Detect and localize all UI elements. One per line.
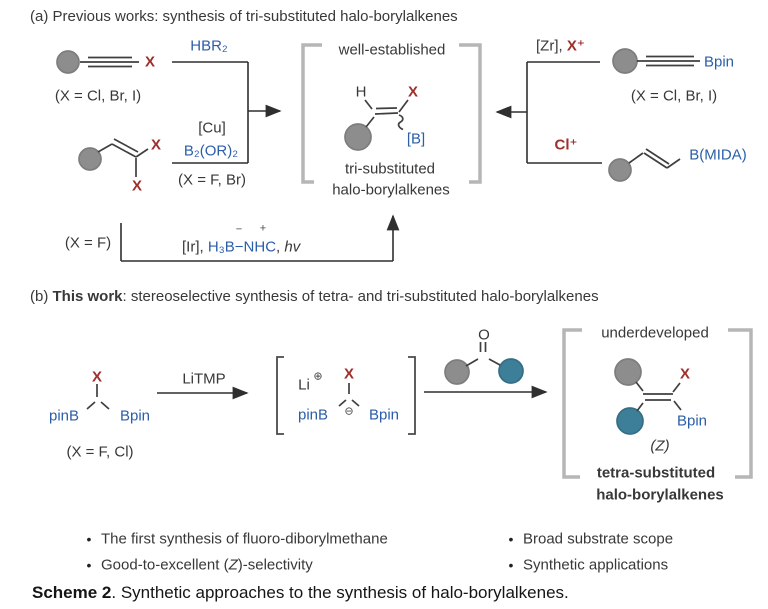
bracket-intermediate bbox=[276, 356, 416, 435]
substituent-ball-gray bbox=[614, 358, 642, 386]
boron-pinb-reactant: pinB bbox=[48, 407, 80, 425]
panel-b-title-rest: : stereoselective synthesis of tetra- an… bbox=[122, 288, 599, 305]
bullet-icon: • bbox=[86, 530, 92, 547]
boron-generic-label: [B] bbox=[406, 130, 426, 148]
condition-x-cl-br-i-right: (X = Cl, Br, I) bbox=[630, 87, 718, 105]
substituent-ball-gray bbox=[344, 123, 372, 151]
reagent-cu: [Cu] bbox=[198, 119, 226, 137]
reagent-hv: hv bbox=[284, 238, 301, 256]
scheme-caption-text: . Synthetic approaches to the synthesis … bbox=[111, 583, 569, 602]
reagent-zr: [Zr], bbox=[536, 37, 567, 55]
panel-b-label: (b) bbox=[30, 288, 53, 305]
reagent-hbr2: HBR₂ bbox=[190, 37, 228, 55]
plus-circle-charge: ⊕ bbox=[313, 370, 323, 383]
bracket-underdeveloped bbox=[562, 328, 753, 479]
highlight-2: Good-to-excellent (Z)-selectivity bbox=[101, 556, 313, 573]
product-caption-line1: tetra-substituted bbox=[596, 464, 716, 482]
panel-a-title: (a) Previous works: synthesis of tri-sub… bbox=[30, 8, 458, 25]
product-caption-line2: halo-borylalkenes bbox=[596, 486, 724, 504]
reagent-separator: , bbox=[276, 238, 285, 256]
substituent-ball-gray bbox=[56, 50, 80, 74]
substituent-ball-teal bbox=[616, 407, 644, 435]
scheme-caption-label: Scheme 2 bbox=[32, 583, 112, 602]
highlight-2-prefix: Good-to-excellent ( bbox=[101, 556, 229, 574]
boron-bpin-a: Bpin bbox=[703, 53, 735, 71]
banner-underdeveloped: underdeveloped bbox=[601, 324, 709, 342]
halide-x-alkyne: X bbox=[144, 53, 156, 71]
panel-a-arrows bbox=[120, 61, 602, 262]
highlight-2-z: Z bbox=[228, 556, 238, 574]
reagent-cl-plus: Cl⁺ bbox=[554, 136, 578, 154]
reagent-ir-row: [Ir], H₃B−NHC, hv bbox=[182, 238, 300, 255]
halide-x-intermediate: X bbox=[343, 365, 355, 383]
bullet-icon: • bbox=[86, 556, 92, 573]
plus-charge: + bbox=[259, 222, 267, 235]
atom-h: H bbox=[355, 83, 367, 101]
boron-pinb-intermediate: pinB bbox=[297, 406, 329, 424]
reagent-ir: [Ir], bbox=[182, 238, 208, 256]
highlight-4: Synthetic applications bbox=[523, 556, 669, 574]
boron-bpin-reactant: Bpin bbox=[119, 407, 151, 425]
boron-bpin-intermediate: Bpin bbox=[368, 406, 400, 424]
lithium-cation: Li bbox=[298, 376, 310, 394]
substituent-ball-gray bbox=[608, 158, 632, 182]
halide-x-bottom: X bbox=[131, 177, 143, 195]
halide-x-central: X bbox=[407, 83, 419, 101]
reagent-h3b-nhc: H₃B−NHC bbox=[207, 238, 277, 256]
substituent-ball-gray bbox=[612, 48, 638, 74]
condition-x-cl-br-i: (X = Cl, Br, I) bbox=[54, 87, 142, 105]
panel-b-bonds bbox=[86, 342, 682, 435]
substituent-ball-gray bbox=[78, 147, 102, 171]
central-caption-line2: halo-borylalkenes bbox=[332, 181, 450, 199]
ketone-oxygen: O bbox=[478, 326, 490, 344]
banner-well-established: well-established bbox=[338, 41, 446, 59]
halide-x-reactant: X bbox=[91, 368, 103, 386]
panel-a-bonds bbox=[56, 48, 700, 182]
substituent-ball-gray bbox=[444, 359, 470, 385]
halide-x-product: X bbox=[679, 365, 691, 383]
highlight-2-suffix: )-selectivity bbox=[237, 556, 313, 574]
halide-x-top: X bbox=[150, 136, 162, 154]
bullet-icon: • bbox=[508, 556, 514, 573]
squiggle-bond bbox=[397, 114, 404, 131]
reagent-x-plus: X⁺ bbox=[566, 37, 585, 55]
scheme-caption: Scheme 2. Synthetic approaches to the sy… bbox=[32, 583, 569, 603]
highlight-1: The first synthesis of fluoro-diborylmet… bbox=[101, 530, 388, 548]
bracket-well-established bbox=[301, 43, 482, 184]
condition-x-f-br: (X = F, Br) bbox=[178, 171, 246, 189]
boron-bmida: B(MIDA) bbox=[689, 146, 747, 164]
boron-bpin-product: Bpin bbox=[676, 412, 708, 430]
condition-x-f: (X = F) bbox=[64, 234, 112, 252]
minus-circle-charge: ⊖ bbox=[344, 405, 354, 418]
central-caption-line1: tri-substituted bbox=[344, 160, 436, 178]
condition-x-f-cl: (X = F, Cl) bbox=[66, 443, 134, 461]
panel-b-title: (b) This work: stereoselective synthesis… bbox=[30, 288, 599, 305]
panel-b-arrows bbox=[157, 385, 548, 400]
stereo-z-label: (Z) bbox=[650, 437, 670, 455]
highlight-3: Broad substrate scope bbox=[523, 530, 674, 548]
reagent-b2or2: B₂(OR)₂ bbox=[183, 142, 239, 160]
reagent-zr-row: [Zr], X⁺ bbox=[536, 37, 585, 54]
substituent-ball-teal bbox=[498, 358, 524, 384]
reagent-litmp: LiTMP bbox=[182, 370, 226, 388]
bullet-icon: • bbox=[508, 530, 514, 547]
minus-charge: − bbox=[235, 223, 243, 236]
panel-b-this-work: This work bbox=[52, 288, 123, 305]
